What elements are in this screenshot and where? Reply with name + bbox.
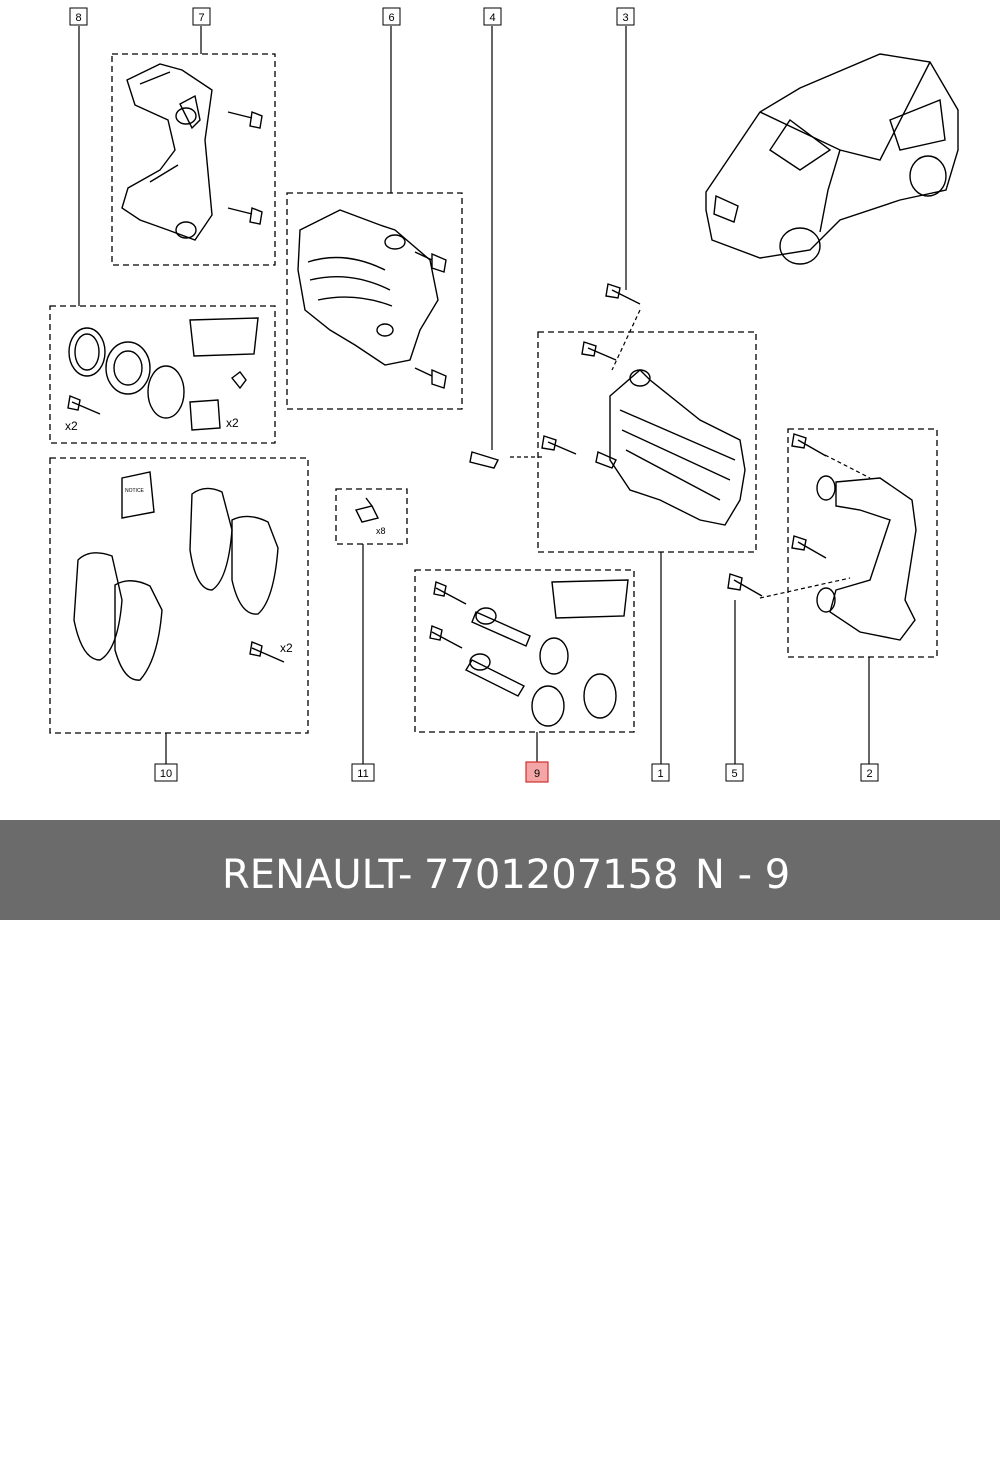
callout-10: 10 [154, 763, 178, 782]
callout-2: 2 [860, 763, 879, 782]
group-box-11 [335, 488, 408, 545]
clips-drawing [354, 497, 380, 523]
vehicle-drawing [705, 53, 959, 265]
callout-9-highlighted: 9 [525, 761, 549, 783]
callout-6: 6 [382, 7, 401, 26]
group-box-10 [49, 457, 309, 734]
qty-label-seal-bolts: x2 [65, 419, 78, 433]
callout-7: 7 [192, 7, 211, 26]
callout-4: 4 [483, 7, 502, 26]
qty-label-seal-boot: x2 [226, 416, 239, 430]
svg-text:5: 5 [731, 768, 737, 780]
group-box-6 [286, 192, 463, 410]
callout-1: 1 [651, 763, 670, 782]
callout-5: 5 [725, 763, 744, 782]
footer-separator: - [398, 852, 413, 898]
group-box-7 [111, 53, 276, 266]
callout-3: 3 [616, 7, 635, 26]
bolt-5-drawing [727, 573, 763, 597]
qty-label-clips: x8 [376, 526, 386, 536]
caliper-assembly-drawing [469, 283, 746, 526]
svg-text:1: 1 [657, 768, 663, 780]
brake-pads-drawing [73, 471, 285, 681]
svg-text:3: 3 [622, 12, 628, 24]
footer-brand: RENAULT [222, 852, 403, 898]
seal-kit-drawing [67, 317, 259, 431]
exploded-parts-diagram: 8 7 6 4 3 10 11 9 [49, 7, 959, 783]
bracket-2-drawing [791, 433, 917, 641]
callout-8: 8 [69, 7, 88, 26]
svg-text:4: 4 [489, 12, 495, 24]
qty-label-pad-bolts: x2 [280, 641, 293, 655]
group-box-2 [787, 428, 938, 658]
svg-text:2: 2 [866, 768, 872, 780]
guide-pin-kit-drawing [429, 579, 629, 727]
footer-part-number: 7701207158 [424, 852, 679, 898]
part-info-footer: RENAULT - 7701207158 N - 9 [0, 820, 1000, 920]
svg-text:8: 8 [75, 12, 81, 24]
footer-position: N - 9 [695, 852, 791, 898]
svg-text:7: 7 [198, 12, 204, 24]
group-box-8 [49, 305, 276, 444]
callout-11: 11 [351, 763, 375, 782]
svg-text:10: 10 [160, 768, 172, 780]
group-box-9 [414, 569, 635, 733]
svg-text:11: 11 [357, 768, 368, 780]
group-box-1 [537, 331, 757, 553]
svg-text:6: 6 [388, 12, 394, 24]
caliper-body-drawing [297, 209, 447, 389]
manual-label: NOTICE [125, 488, 145, 494]
svg-text:9: 9 [534, 768, 540, 780]
caliper-bracket-drawing [121, 63, 263, 241]
